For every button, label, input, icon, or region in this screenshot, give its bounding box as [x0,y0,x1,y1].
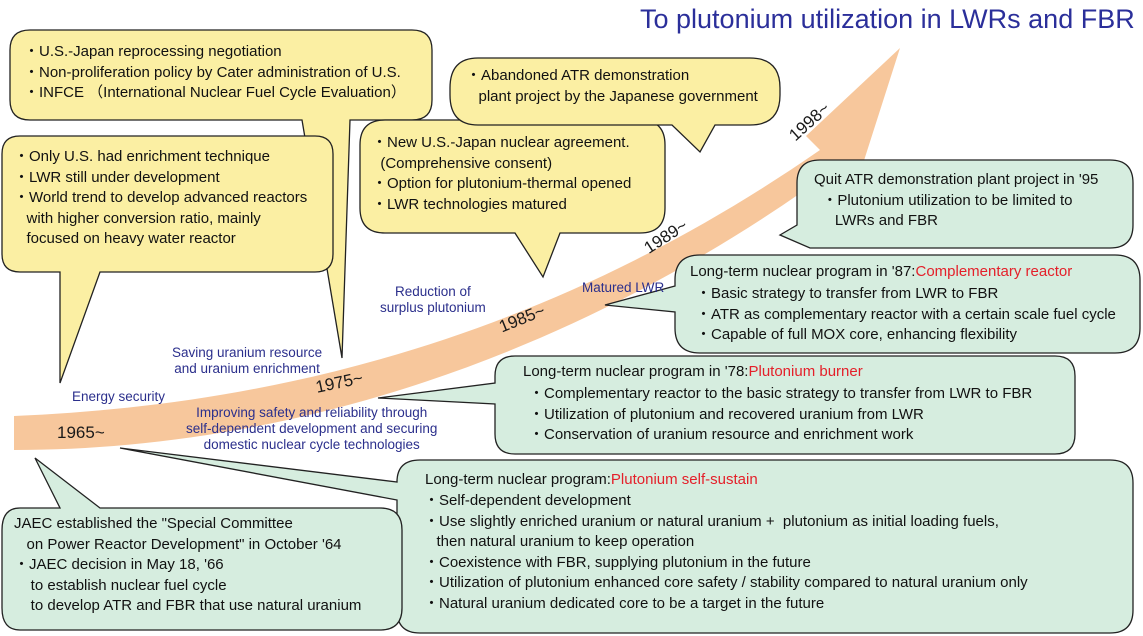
callout-yellow-1965 [1,135,334,384]
label-saving-uranium: Saving uranium resource and uranium enri… [172,345,323,376]
heading-program-base: Long-term nuclear program:Plutonium self… [425,471,758,488]
timeline-arrow [14,48,900,450]
text-1998-abandoned: ・Abandoned ATR demonstration plant proje… [466,67,758,105]
text-program-87: ・Basic strategy to transfer from LWR to … [696,285,1116,343]
text-quit-atr: Quit ATR demonstration plant project in … [814,171,1099,229]
callout-green-program-87 [604,254,1141,354]
page-title: To plutonium utilization in LWRs and FBR [640,4,1135,34]
label-energy-security: Energy security [72,389,166,404]
callout-green-quit-atr [778,159,1134,249]
label-reduction-surplus: Reduction of surplus plutonium [380,284,486,315]
callout-green-program-base [119,447,1134,634]
callout-green-jaec [1,457,403,631]
callout-yellow-1998 [449,57,781,154]
label-improving-safety: Improving safety and reliability through… [186,405,438,452]
callout-green-program-78 [377,355,1076,455]
label-matured-lwr: Matured LWR [582,280,665,295]
callout-yellow-politics [9,29,433,359]
callout-yellow-1985 [359,119,666,279]
heading-program-87: Long-term nuclear program in '87:Complem… [690,263,1073,280]
text-1985-agreement: ・New U.S.-Japan nuclear agreement. (Comp… [372,134,632,213]
year-label-1965: 1965~ [57,423,105,442]
text-jaec: JAEC established the "Special Committee … [14,515,362,614]
text-program-base: ・Self-dependent development ・Use slightl… [424,492,1028,612]
heading-program-78: Long-term nuclear program in '78:Plutoni… [523,363,863,380]
text-program-78: ・Complementary reactor to the basic stra… [529,385,1033,443]
text-politics: ・U.S.-Japan reprocessing negotiation ・No… [24,43,406,101]
text-1965-context: ・Only U.S. had enrichment technique ・LWR… [14,148,308,247]
